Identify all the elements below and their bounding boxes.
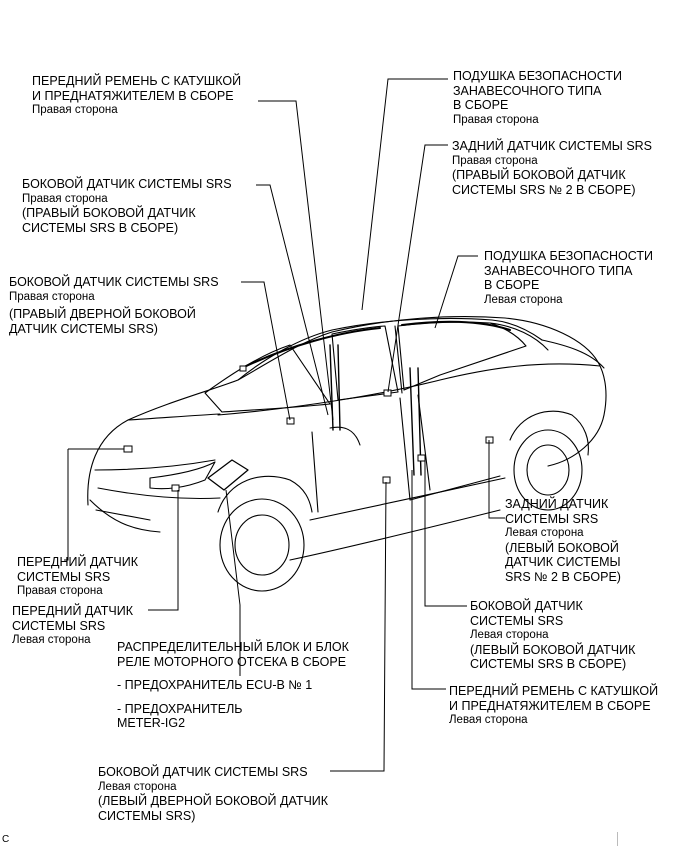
label-part-line: СИСТЕМЫ SRS В СБОРЕ) <box>470 657 627 671</box>
label-title-line: СИСТЕМЫ SRS <box>17 569 111 584</box>
label-rear-sensor-right: ЗАДНИЙ ДАТЧИК СИСТЕМЫ SRS Правая сторона… <box>452 139 652 197</box>
label-side: Левая сторона <box>98 780 177 793</box>
label-side: Правая сторона <box>453 113 539 126</box>
label-title-line: В СБОРЕ <box>453 98 509 112</box>
label-part-line: ДАТЧИК СИСТЕМЫ <box>505 555 621 569</box>
rear-sensor-right-mark <box>383 389 392 397</box>
label-part-line: SRS № 2 В СБОРЕ) <box>505 569 621 584</box>
label-door-sensor-left: БОКОВОЙ ДАТЧИК СИСТЕМЫ SRS Левая сторона… <box>98 765 328 823</box>
label-side: Правая сторона <box>452 154 538 167</box>
label-part-line: СИСТЕМЫ SRS) <box>98 808 196 823</box>
label-front-sensor-right: ПЕРЕДНИЙ ДАТЧИК СИСТЕМЫ SRS Правая сторо… <box>17 555 138 599</box>
label-side: Левая сторона <box>12 634 91 646</box>
label-part-line: (ЛЕВЫЙ БОКОВОЙ <box>505 540 619 555</box>
divider <box>617 832 618 846</box>
label-part-line: (ПРАВЫЙ ДВЕРНОЙ БОКОВОЙ <box>9 307 196 321</box>
label-title-line: РАСПРЕДЕЛИТЕЛЬНЫЙ БЛОК И БЛОК <box>117 640 349 654</box>
sensor-marks <box>123 365 494 492</box>
label-title-line: В СБОРЕ <box>484 278 540 292</box>
label-title-line: СИСТЕМЫ SRS <box>505 511 599 526</box>
label-title-line: РЕЛЕ МОТОРНОГО ОТСЕКА В СБОРЕ <box>117 654 347 669</box>
label-part-line: (ЛЕВЫЙ ДВЕРНОЙ БОКОВОЙ ДАТЧИК <box>98 794 329 808</box>
label-door-sensor-right: БОКОВОЙ ДАТЧИК СИСТЕМЫ SRS Правая сторон… <box>9 275 219 336</box>
front-sensor-right-mark <box>123 445 133 453</box>
label-side: Левая сторона <box>505 527 584 539</box>
label-part-line: ДАТЧИК СИСТЕМЫ SRS) <box>9 321 158 336</box>
side-sensor-left-mark <box>417 454 426 462</box>
label-title-line: БОКОВОЙ ДАТЧИК СИСТЕМЫ SRS <box>98 765 308 779</box>
label-side: Правая сторона <box>17 585 103 597</box>
label-front-belt-left: ПЕРЕДНИЙ РЕМЕНЬ С КАТУШКОЙ И ПРЕДНАТЯЖИТ… <box>449 684 658 728</box>
label-side: Правая сторона <box>32 104 118 116</box>
label-part-line: СИСТЕМЫ SRS В СБОРЕ) <box>22 220 179 235</box>
label-title-line: ЗАДНИЙ ДАТЧИК СИСТЕМЫ SRS <box>452 139 653 153</box>
label-part-line: (ЛЕВЫЙ БОКОВОЙ ДАТЧИК <box>470 642 636 657</box>
figure-code: C <box>2 834 10 845</box>
door-sensor-right-mark <box>286 417 295 425</box>
label-title-line: СИСТЕМЫ SRS <box>470 613 564 628</box>
label-title-line: ЗАДНИЙ ДАТЧИК <box>505 497 609 511</box>
label-side-sensor-left: БОКОВОЙ ДАТЧИК СИСТЕМЫ SRS Левая сторона… <box>470 599 635 672</box>
label-rear-sensor-left: ЗАДНИЙ ДАТЧИК СИСТЕМЫ SRS Левая сторона … <box>505 497 621 584</box>
label-side: Левая сторона <box>484 293 563 306</box>
door-sensor-left-mark <box>382 476 391 484</box>
label-fuse-line: METER-IG2 <box>117 716 186 730</box>
label-front-sensor-left: ПЕРЕДНИЙ ДАТЧИК СИСТЕМЫ SRS Левая сторон… <box>12 604 133 648</box>
label-title-line: ПЕРЕДНИЙ РЕМЕНЬ С КАТУШКОЙ <box>32 74 242 88</box>
label-title-line: ЗАНАВЕСОЧНОГО ТИПА <box>484 263 633 278</box>
label-title-line: СИСТЕМЫ SRS <box>12 618 106 633</box>
label-curtain-airbag-right: ПОДУШКА БЕЗОПАСНОСТИ ЗАНАВЕСОЧНОГО ТИПА … <box>453 69 622 127</box>
label-part-line: (ПРАВЫЙ БОКОВОЙ ДАТЧИК <box>452 168 626 182</box>
label-title-line: БОКОВОЙ ДАТЧИК СИСТЕМЫ SRS <box>9 275 219 289</box>
label-title-line: ПЕРЕДНИЙ РЕМЕНЬ С КАТУШКОЙ <box>449 684 659 698</box>
label-title-line: ПОДУШКА БЕЗОПАСНОСТИ <box>453 69 622 83</box>
label-title-line: ЗАНАВЕСОЧНОГО ТИПА <box>453 83 602 98</box>
label-title-line: ПОДУШКА БЕЗОПАСНОСТИ <box>484 249 653 263</box>
label-title-line: БОКОВОЙ ДАТЧИК СИСТЕМЫ SRS <box>22 177 232 191</box>
label-relay-block: РАСПРЕДЕЛИТЕЛЬНЫЙ БЛОК И БЛОК РЕЛЕ МОТОР… <box>117 640 349 731</box>
side-sensor-right-mark <box>239 365 247 372</box>
leader-lines <box>64 78 505 772</box>
label-title-line: ПЕРЕДНИЙ ДАТЧИК <box>12 604 133 618</box>
label-part-line: СИСТЕМЫ SRS № 2 В СБОРЕ) <box>452 182 636 197</box>
label-side: Левая сторона <box>470 629 549 641</box>
label-title-line: БОКОВОЙ ДАТЧИК <box>470 599 583 613</box>
label-curtain-airbag-left: ПОДУШКА БЕЗОПАСНОСТИ ЗАНАВЕСОЧНОГО ТИПА … <box>484 249 653 307</box>
front-sensor-left-mark <box>171 484 180 492</box>
label-fuse-line: - ПРЕДОХРАНИТЕЛЬ <box>117 701 243 716</box>
label-side: Правая сторона <box>9 290 95 303</box>
car-outline <box>87 316 607 592</box>
label-title-line: ПЕРЕДНИЙ ДАТЧИК <box>17 555 138 569</box>
label-side: Левая сторона <box>449 714 528 726</box>
label-title-line: И ПРЕДНАТЯЖИТЕЛЕМ В СБОРЕ <box>449 698 651 713</box>
label-fuse-line: - ПРЕДОХРАНИТЕЛЬ ECU-B № 1 <box>117 678 313 692</box>
label-side-sensor-right: БОКОВОЙ ДАТЧИК СИСТЕМЫ SRS Правая сторон… <box>22 177 232 235</box>
label-title-line: И ПРЕДНАТЯЖИТЕЛЕМ В СБОРЕ <box>32 88 234 103</box>
label-side: Правая сторона <box>22 192 108 205</box>
label-front-belt-right: ПЕРЕДНИЙ РЕМЕНЬ С КАТУШКОЙ И ПРЕДНАТЯЖИТ… <box>32 74 241 118</box>
label-part-line: (ПРАВЫЙ БОКОВОЙ ДАТЧИК <box>22 206 196 220</box>
